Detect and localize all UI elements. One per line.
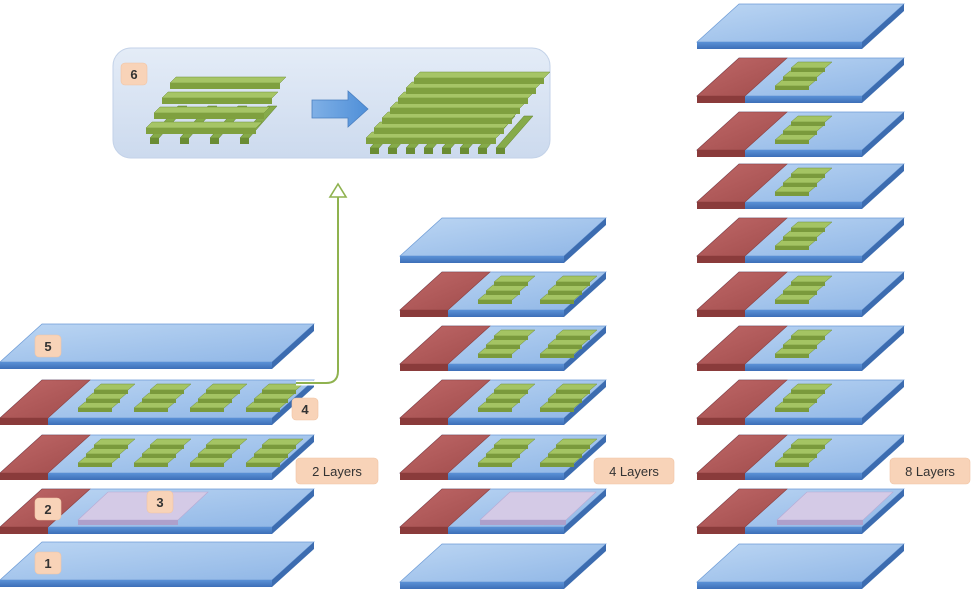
green-bar-group xyxy=(477,275,536,304)
green-bar-group xyxy=(539,275,598,304)
top-plate xyxy=(0,323,315,369)
logic-layer xyxy=(0,379,315,425)
connector-arrow xyxy=(296,182,348,386)
sparse-bar-grid xyxy=(145,76,287,144)
green-bar-group xyxy=(189,383,248,412)
svg-text:2: 2 xyxy=(44,502,51,517)
green-bar-group xyxy=(477,383,536,412)
bottom-plate xyxy=(0,541,315,587)
svg-text:8 Layers: 8 Layers xyxy=(905,464,955,479)
logic-layer xyxy=(696,57,905,103)
svg-text:3: 3 xyxy=(156,495,163,510)
marker-5: 5 xyxy=(34,334,62,358)
stack-label-8-layers: 8 Layers xyxy=(889,457,971,485)
green-bar-group xyxy=(539,383,598,412)
marker-6: 6 xyxy=(120,62,148,86)
green-bar-group xyxy=(245,383,304,412)
svg-text:6: 6 xyxy=(130,67,137,82)
logic-layer xyxy=(399,325,607,371)
red-block xyxy=(696,488,788,534)
red-block xyxy=(0,379,91,425)
green-bar-group xyxy=(539,438,598,467)
green-bar-group xyxy=(774,61,833,90)
lilac-pad xyxy=(77,491,209,525)
logic-layer xyxy=(696,325,905,371)
green-bar-group xyxy=(477,329,536,358)
logic-layer xyxy=(696,379,905,425)
marker-1: 1 xyxy=(34,551,62,575)
logic-layer xyxy=(696,111,905,157)
dense-bar-grid xyxy=(365,71,551,154)
top-plate xyxy=(399,217,607,263)
bottom-plate xyxy=(399,543,607,589)
red-block xyxy=(696,111,788,157)
marker-4: 4 xyxy=(291,397,319,421)
logic-layer xyxy=(399,271,607,317)
logic-layer xyxy=(0,434,315,480)
green-bar-group xyxy=(774,383,833,412)
svg-text:5: 5 xyxy=(44,339,51,354)
top-plate xyxy=(696,3,905,49)
lilac-pad xyxy=(479,491,597,525)
green-bar-group xyxy=(774,275,833,304)
svg-text:2 Layers: 2 Layers xyxy=(312,464,362,479)
green-bar-group xyxy=(77,438,136,467)
stack-8-layers xyxy=(696,3,905,589)
svg-text:4: 4 xyxy=(301,402,309,417)
base-layer xyxy=(399,488,607,534)
red-block xyxy=(696,57,788,103)
long-bar xyxy=(413,71,551,84)
stack-label-4-layers: 4 Layers xyxy=(593,457,675,485)
red-block xyxy=(399,325,491,371)
logic-layer xyxy=(696,217,905,263)
red-block xyxy=(696,379,788,425)
long-bar xyxy=(153,106,271,119)
green-bar-group xyxy=(539,329,598,358)
red-block xyxy=(696,325,788,371)
red-block xyxy=(696,271,788,317)
logic-layer xyxy=(399,434,607,480)
green-bar-group xyxy=(774,167,833,196)
base-layer xyxy=(696,488,905,534)
red-block xyxy=(399,379,491,425)
green-bar-group xyxy=(774,438,833,467)
green-bar-group xyxy=(133,438,192,467)
red-block xyxy=(399,271,491,317)
green-bar-group xyxy=(477,438,536,467)
logic-layer xyxy=(696,271,905,317)
green-bar-group xyxy=(774,115,833,144)
red-block xyxy=(0,434,91,480)
red-block xyxy=(399,434,491,480)
arrow-head-icon xyxy=(328,182,348,198)
long-bar xyxy=(145,121,263,134)
green-bar-group xyxy=(133,383,192,412)
green-bar-group xyxy=(245,438,304,467)
red-block xyxy=(399,488,491,534)
cross-bar xyxy=(495,115,534,154)
green-bar-group xyxy=(774,329,833,358)
long-bar xyxy=(169,76,287,89)
logic-layer xyxy=(696,434,905,480)
stack-label-2-layers: 2 Layers xyxy=(295,457,379,485)
logic-layer xyxy=(399,379,607,425)
svg-text:1: 1 xyxy=(44,556,51,571)
green-bar-group xyxy=(77,383,136,412)
logic-layer xyxy=(696,163,905,209)
svg-text:4 Layers: 4 Layers xyxy=(609,464,659,479)
stack-2-layers xyxy=(0,323,315,587)
red-block xyxy=(696,434,788,480)
lilac-pad xyxy=(776,491,894,525)
red-block xyxy=(696,217,788,263)
stack-4-layers xyxy=(399,217,607,589)
bottom-plate xyxy=(696,543,905,589)
transition-callout xyxy=(112,47,551,159)
long-bar xyxy=(161,91,279,104)
green-bar-group xyxy=(189,438,248,467)
marker-3: 3 xyxy=(146,490,174,514)
green-bar-group xyxy=(774,221,833,250)
red-block xyxy=(696,163,788,209)
marker-2: 2 xyxy=(34,497,62,521)
right-arrow-icon xyxy=(311,90,369,128)
